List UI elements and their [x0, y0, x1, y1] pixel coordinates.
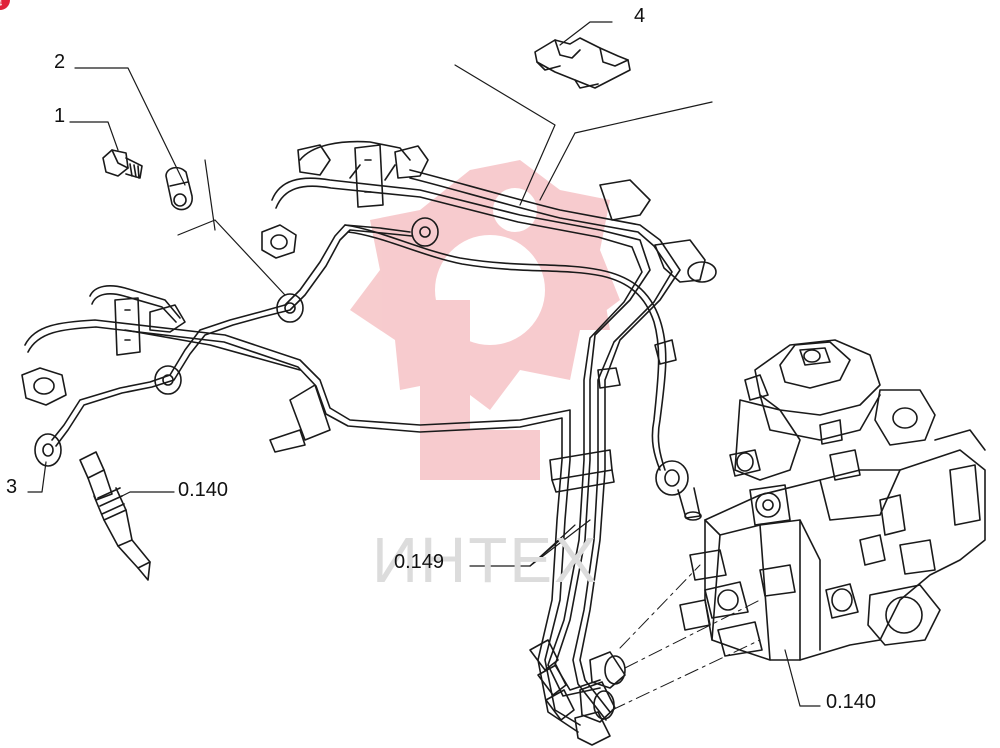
callout-pump-0-140: 0.140 — [826, 691, 877, 713]
part-injector — [79, 451, 151, 581]
fuel-lines — [21, 140, 717, 746]
callout-injector-0-140: 0.140 — [178, 479, 229, 501]
watermark-text: ИНТЕХ — [372, 524, 599, 596]
callout-part-1: 1 — [54, 105, 66, 127]
part-clamp — [534, 37, 631, 89]
part-washer — [165, 166, 193, 211]
part-injection-pump — [679, 339, 986, 661]
leader-lines — [27, 21, 821, 707]
watermark-logo — [350, 160, 620, 480]
callout-fuel-lines-0-149: 0.149 — [394, 551, 445, 573]
part-return-line — [34, 217, 702, 521]
callout-part-2: 2 — [54, 51, 66, 73]
callout-part-4: 4 — [634, 5, 646, 27]
assembly-guides — [611, 564, 761, 711]
part-banjo-bolt — [102, 149, 143, 179]
callout-part-3: 3 — [6, 476, 18, 498]
corner-badge: 4 — [0, 0, 10, 10]
